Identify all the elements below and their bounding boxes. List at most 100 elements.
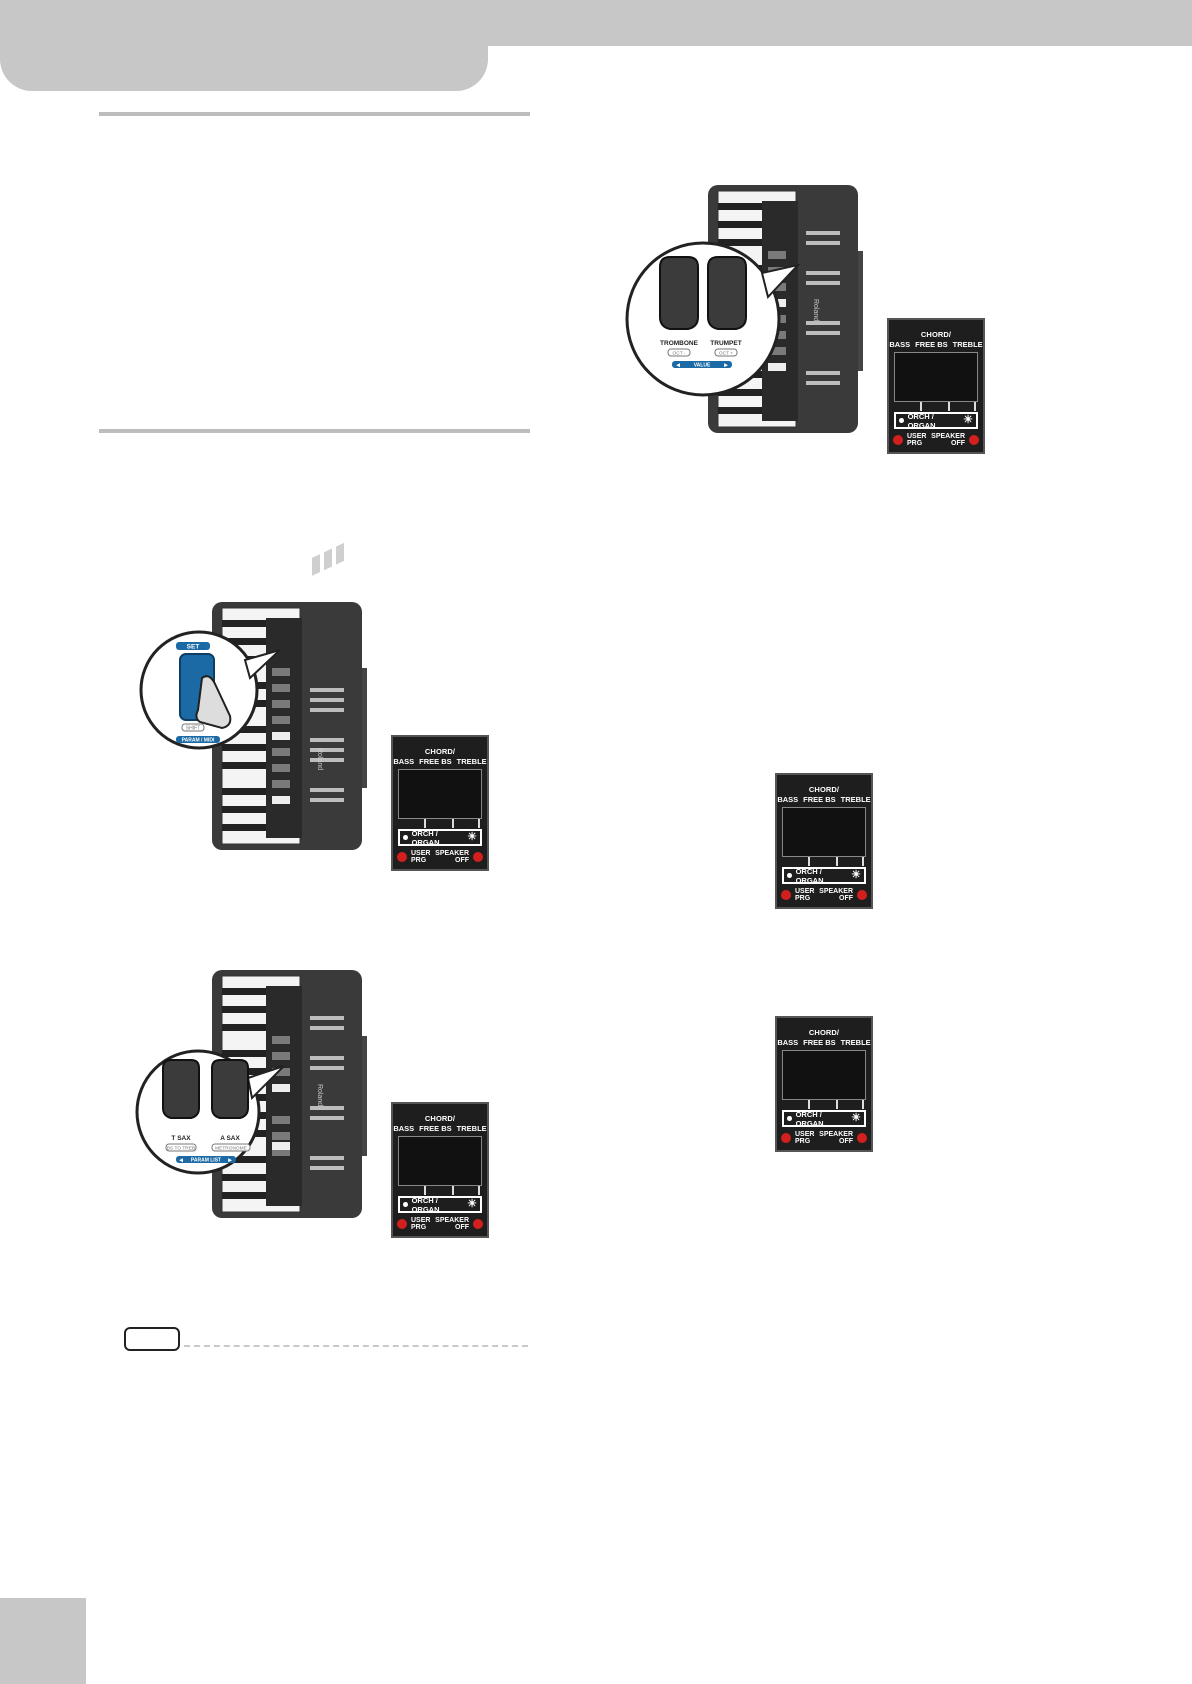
value-label: VALUE: [694, 363, 711, 369]
prg-label: PRG: [411, 1224, 427, 1231]
sun-icon: ☀: [467, 831, 477, 843]
sun-icon: ☀: [851, 869, 861, 881]
register-panel-a: CHORD/ BASS FREE BS TREBLE ORCH / ORGAN ☀ U…: [391, 735, 489, 871]
prg-label: PRG: [907, 440, 923, 447]
header-tab: [0, 0, 488, 91]
panel-heading-treble: TREBLE: [840, 795, 871, 804]
speaker-label: SPEAKER: [819, 888, 853, 895]
shift-label: SHIFT: [186, 726, 200, 732]
brand-label-a: Roland: [316, 748, 323, 770]
page-number-tab: [0, 1598, 86, 1684]
orch-organ-label: ORCH / ORGAN: [907, 411, 936, 430]
section-rule-1: [99, 112, 530, 116]
asax-button[interactable]: [211, 1059, 249, 1119]
speaker-off-led: [857, 890, 867, 900]
set-label: SET: [187, 644, 200, 651]
user-prg-led: [781, 1133, 791, 1143]
speaker-off-led: [473, 852, 483, 862]
user-label: USER: [795, 888, 815, 895]
orch-organ-label: ORCH / ORGAN: [411, 828, 440, 847]
user-prg-led: [893, 435, 903, 445]
speaker-label: SPEAKER: [435, 1217, 469, 1224]
param-list-label: PARAM LIST: [191, 1158, 221, 1164]
sun-icon: ☀: [851, 1112, 861, 1124]
indicator-dot-icon: [403, 835, 408, 840]
oct-minus-label: OCT -: [673, 351, 686, 357]
panel-heading-treble: TREBLE: [456, 757, 487, 766]
orch-organ-label: ORCH / ORGAN: [411, 1195, 440, 1214]
accordion-figure-sax: Roland T SAX A SAX BS TO TREB METRONOME …: [128, 966, 378, 1222]
orch-organ-indicator: ORCH / ORGAN ☀: [894, 411, 978, 430]
accordion-figure-brass: Roland TROMBONE TRUMPET OCT - OCT + VALU…: [622, 181, 872, 437]
right-arrow-icon: ▶: [228, 1158, 232, 1164]
orch-organ-indicator: ORCH / ORGAN ☀: [398, 828, 482, 847]
brand-label-b: Roland: [316, 1084, 323, 1106]
indicator-dot-icon: [787, 873, 792, 878]
trumpet-button[interactable]: [707, 256, 747, 330]
panel-heading-chord: CHORD/: [424, 747, 456, 756]
user-label: USER: [411, 850, 431, 857]
pressing-finger-icon: [195, 675, 232, 730]
panel-display: [398, 1136, 482, 1186]
speaker-off-led: [969, 435, 979, 445]
section-rule-2: [99, 429, 530, 433]
prg-label: PRG: [411, 857, 427, 864]
left-arrow-icon: ◀: [676, 363, 680, 369]
panel-display: [894, 352, 978, 402]
user-label: USER: [907, 433, 927, 440]
note-divider: [184, 1345, 528, 1347]
panel-display: [782, 1050, 866, 1100]
brand-label-c: Roland: [812, 299, 819, 321]
right-arrow-icon: ▶: [724, 363, 728, 369]
left-arrow-icon: ◀: [179, 1158, 183, 1164]
indicator-dot-icon: [899, 418, 904, 423]
panel-heading-bass: BASS: [393, 1124, 415, 1133]
note-box: [124, 1327, 180, 1351]
panel-heading-bass: BASS: [889, 340, 911, 349]
user-label: USER: [795, 1131, 815, 1138]
orch-organ-indicator: ORCH / ORGAN ☀: [782, 866, 866, 885]
panel-heading-treble: TREBLE: [456, 1124, 487, 1133]
user-prg-led: [397, 852, 407, 862]
user-prg-led: [397, 1219, 407, 1229]
panel-heading-free: FREE BS: [419, 757, 452, 766]
accordion-figure-set: Roland SET SHIFT PARAM / MIDI: [139, 542, 380, 854]
orch-organ-indicator: ORCH / ORGAN ☀: [398, 1195, 482, 1214]
panel-heading-chord: CHORD/: [808, 1028, 840, 1037]
tsax-button[interactable]: [162, 1059, 200, 1119]
orch-organ-label: ORCH / ORGAN: [795, 866, 824, 885]
panel-display: [398, 769, 482, 819]
user-prg-led: [781, 890, 791, 900]
metronome-label: METRONOME: [215, 1146, 247, 1152]
speaker-off-led: [857, 1133, 867, 1143]
bs-to-treb-label: BS TO TREB: [167, 1146, 195, 1152]
speaker-off-led: [473, 1219, 483, 1229]
trombone-label: TROMBONE: [660, 340, 699, 347]
off-label: OFF: [839, 895, 853, 902]
sun-icon: ☀: [963, 414, 973, 426]
trombone-button[interactable]: [659, 256, 699, 330]
panel-heading-chord: CHORD/: [920, 330, 952, 339]
prg-label: PRG: [795, 895, 811, 902]
sun-icon: ☀: [467, 1198, 477, 1210]
panel-heading-treble: TREBLE: [952, 340, 983, 349]
oct-plus-label: OCT +: [719, 351, 733, 357]
speaker-label: SPEAKER: [819, 1131, 853, 1138]
off-label: OFF: [839, 1138, 853, 1145]
param-midi-label: PARAM / MIDI: [182, 738, 215, 744]
tsax-label: T SAX: [171, 1135, 191, 1142]
set-label-badge: [176, 642, 210, 650]
off-label: OFF: [951, 440, 965, 447]
panel-heading-chord: CHORD/: [424, 1114, 456, 1123]
panel-heading-bass: BASS: [393, 757, 415, 766]
orch-organ-label: ORCH / ORGAN: [795, 1109, 824, 1128]
trumpet-label: TRUMPET: [710, 340, 741, 347]
speaker-label: SPEAKER: [931, 433, 965, 440]
panel-heading-free: FREE BS: [803, 795, 836, 804]
panel-heading-free: FREE BS: [803, 1038, 836, 1047]
off-label: OFF: [455, 1224, 469, 1231]
user-label: USER: [411, 1217, 431, 1224]
panel-heading-bass: BASS: [777, 795, 799, 804]
